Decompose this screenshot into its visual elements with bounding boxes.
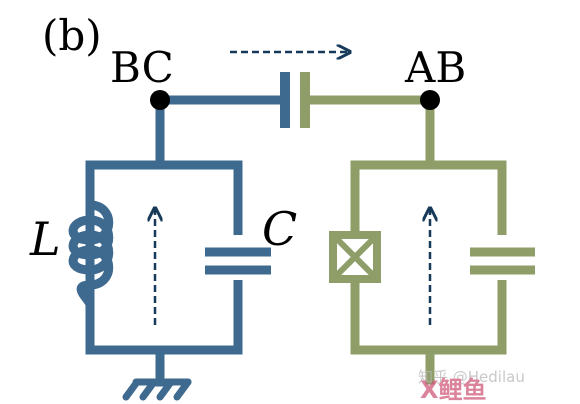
right-node-label: AB [404,43,466,92]
josephson-junction-icon [329,231,381,283]
inductor-coil-icon [68,200,114,307]
capacitor-label: C [262,202,297,256]
left-capacitor-icon [205,235,290,280]
right-node-dot [420,90,440,110]
left-node-label: BC [110,43,174,92]
watermark-text: 知乎 @Hedilau [418,368,525,386]
panel-label: (b) [42,11,102,60]
right-capacitor-icon [470,235,545,280]
inductor-label: L [29,212,61,266]
left-node-dot [150,90,170,110]
watermark: 知乎 @Hedilau X鲤鱼 [418,368,525,404]
right-circuit [300,95,507,385]
watermark-logo: X鲤鱼 [420,376,487,404]
ground-icon [122,378,192,401]
